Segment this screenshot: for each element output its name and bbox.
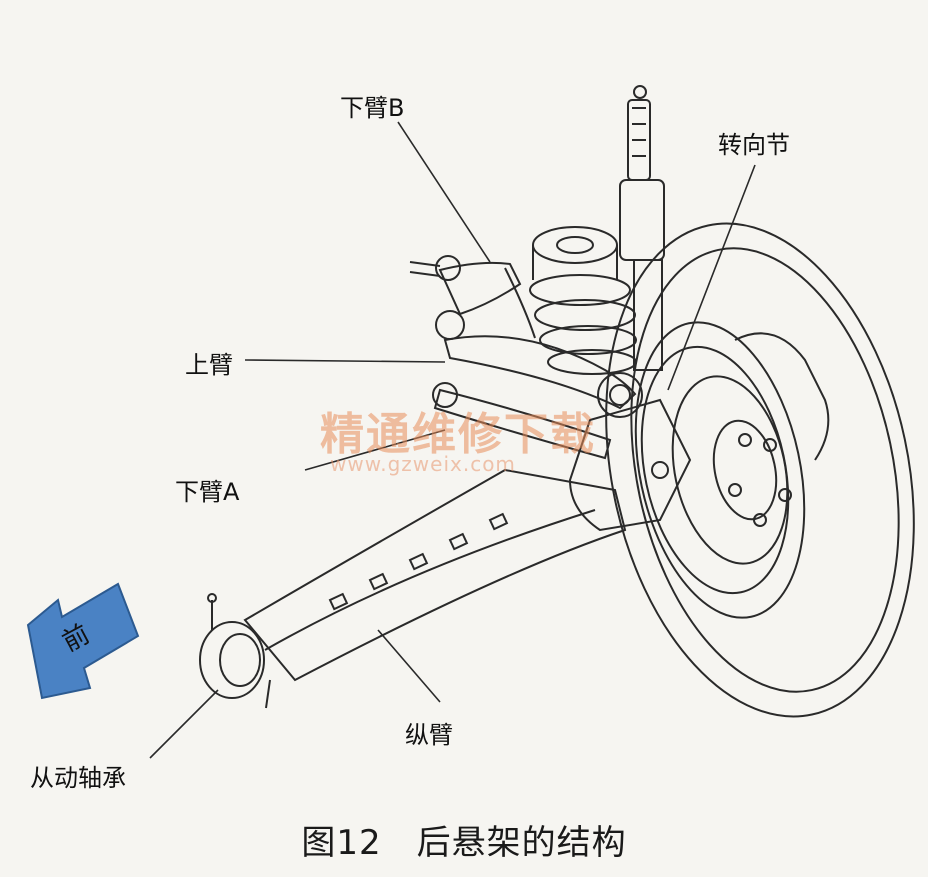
leader-lines bbox=[149, 121, 756, 759]
lower-arm-b bbox=[409, 255, 536, 339]
front-arrow-icon bbox=[26, 582, 140, 700]
label-lower-arm-b: 下臂B bbox=[340, 94, 405, 122]
trailing-arm bbox=[243, 468, 627, 682]
label-trailing-arm: 纵臂 bbox=[405, 721, 453, 749]
brake-disc bbox=[640, 332, 830, 595]
shock-absorber bbox=[619, 85, 665, 371]
label-steering-knuckle: 转向节 bbox=[718, 131, 790, 159]
steering-knuckle bbox=[568, 398, 692, 532]
label-upper-arm: 上臂 bbox=[185, 351, 233, 379]
upper-arm bbox=[435, 310, 643, 418]
lower-arm-a bbox=[432, 382, 612, 460]
figure-caption: 图12 后悬架的结构 bbox=[301, 823, 627, 863]
label-driven-bearing: 从动轴承 bbox=[30, 764, 126, 792]
watermark-url: www.gzweix.com bbox=[330, 452, 516, 476]
wheel-tire bbox=[605, 222, 915, 718]
watermark-text: 精通维修下载 bbox=[320, 409, 596, 460]
driven-bearing bbox=[199, 593, 271, 709]
coil-spring bbox=[529, 226, 637, 375]
label-lower-arm-a: 下臂A bbox=[175, 478, 240, 506]
